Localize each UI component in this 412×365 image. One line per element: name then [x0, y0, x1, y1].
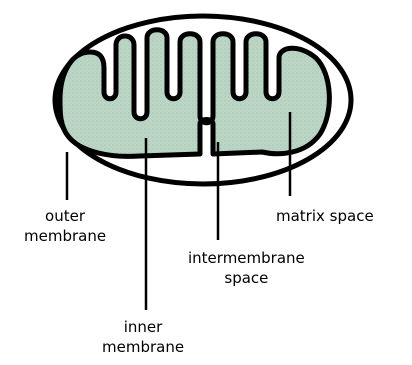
intermembrane-space-label-line2: space — [188, 268, 305, 288]
intermembrane-space-label: intermembrane space — [188, 248, 305, 288]
inner-membrane-label: inner membrane — [102, 317, 184, 357]
outer-membrane-label-line2: membrane — [24, 226, 106, 246]
matrix-space-label: matrix space — [276, 206, 374, 226]
outer-membrane-label-line1: outer — [24, 206, 106, 226]
matrix-space-label-line1: matrix space — [276, 206, 374, 226]
outer-membrane-label: outer membrane — [24, 206, 106, 246]
inner-membrane-label-line1: inner — [102, 317, 184, 337]
intermembrane-space-label-line1: intermembrane — [188, 248, 305, 268]
inner-membrane-label-line2: membrane — [102, 337, 184, 357]
